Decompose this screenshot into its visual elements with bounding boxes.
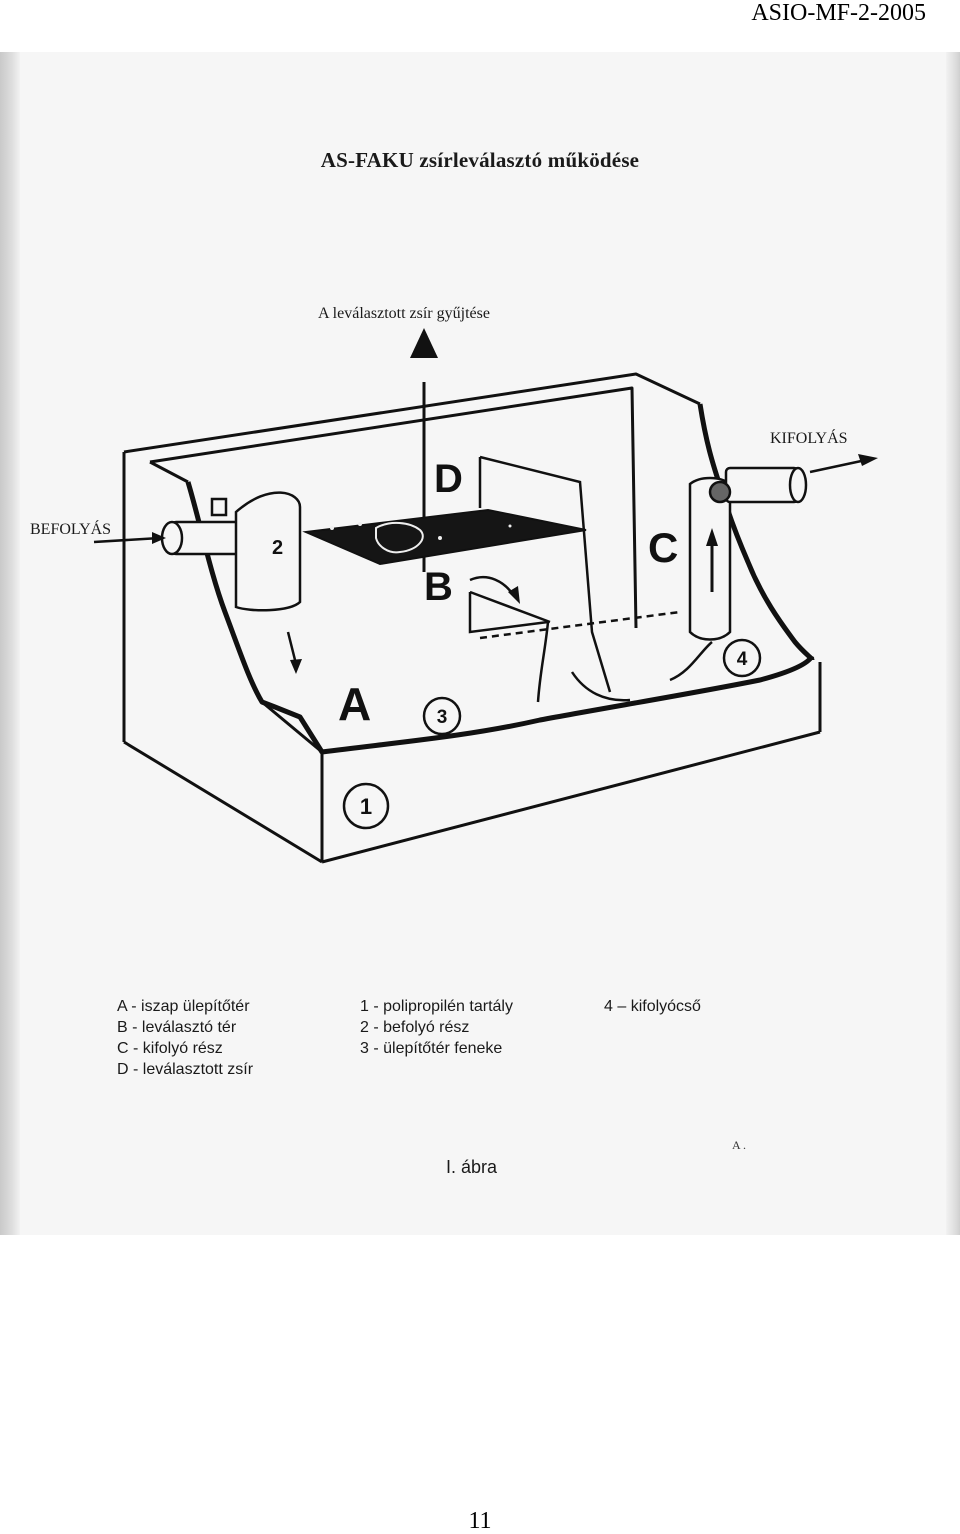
collection-arrow-head xyxy=(410,328,438,358)
separator-baffle xyxy=(468,455,681,703)
legend-part-4: 4 – kifolyócső xyxy=(604,998,701,1015)
legend-zone-c: C - kifolyó rész xyxy=(117,1040,223,1057)
inflow-down-arrow xyxy=(286,631,298,665)
grease-layer xyxy=(302,508,587,566)
flow-arrow-b-head xyxy=(508,586,520,604)
zone-label-c: C xyxy=(648,524,678,571)
circle-marker-1: 1 xyxy=(342,782,390,830)
legend-part-2: 2 - befolyó rész xyxy=(360,1019,470,1036)
part-number-4: 4 xyxy=(737,649,748,670)
scanned-figure: AS-FAKU zsírleválasztó működése A levála… xyxy=(0,52,960,1235)
zone-label-b: B xyxy=(424,565,453,609)
zone-label-d: D xyxy=(434,457,463,501)
legend-parts-extra: 4 – kifolyócső xyxy=(604,996,701,1017)
scan-speck: A . xyxy=(732,1138,747,1152)
legend-part-3: 3 - ülepítőtér feneke xyxy=(360,1040,503,1057)
inflow-down-arrow-head xyxy=(290,659,302,674)
outflow-arrow-shaft xyxy=(809,458,867,474)
outflow-rise-arrow xyxy=(669,641,713,682)
legend-zone-d: D - leválasztott zsír xyxy=(117,1061,254,1078)
bottom-flow-arrow xyxy=(570,671,631,702)
outflow-arrow-head xyxy=(858,454,878,466)
legend-part-1: 1 - polipropilén tartály xyxy=(360,998,513,1015)
legend-zone-b: B - leválasztó tér xyxy=(117,1019,237,1036)
figure-caption: I. ábra xyxy=(446,1157,498,1177)
outflow-up-arrow-head xyxy=(706,528,718,546)
inflow-label: BEFOLYÁS xyxy=(30,519,111,538)
tank xyxy=(122,372,822,864)
figure-title: AS-FAKU zsírleválasztó működése xyxy=(320,148,640,172)
legend-zone-a: A - iszap ülepítőtér xyxy=(117,998,250,1015)
page-number: 11 xyxy=(468,1508,492,1534)
part-number-1: 1 xyxy=(360,794,372,819)
legend-parts: 1 - polipropilén tartály 2 - befolyó rés… xyxy=(360,996,513,1059)
inflow-arrow-shaft xyxy=(93,536,161,544)
inflow-arrow-head xyxy=(152,532,166,544)
part-number-2: 2 xyxy=(272,537,283,559)
document-code: ASIO-MF-2-2005 xyxy=(751,0,926,26)
zone-label-a: A xyxy=(338,678,371,730)
part-number-3: 3 xyxy=(437,707,448,728)
outflow-assembly xyxy=(688,466,808,641)
circle-marker-3: 3 xyxy=(422,696,462,736)
inflow-assembly xyxy=(160,491,302,612)
outflow-label: KIFOLYÁS xyxy=(770,428,848,447)
collection-label: A leválasztott zsír gyűjtése xyxy=(318,305,490,322)
legend-zones: A - iszap ülepítőtér B - leválasztó tér … xyxy=(117,996,253,1080)
scan-edge-right xyxy=(946,52,960,1235)
scan-edge-left xyxy=(0,52,20,1235)
circle-marker-4: 4 xyxy=(722,638,762,678)
grease-separator-diagram: A leválasztott zsír gyűjtése xyxy=(30,305,878,864)
